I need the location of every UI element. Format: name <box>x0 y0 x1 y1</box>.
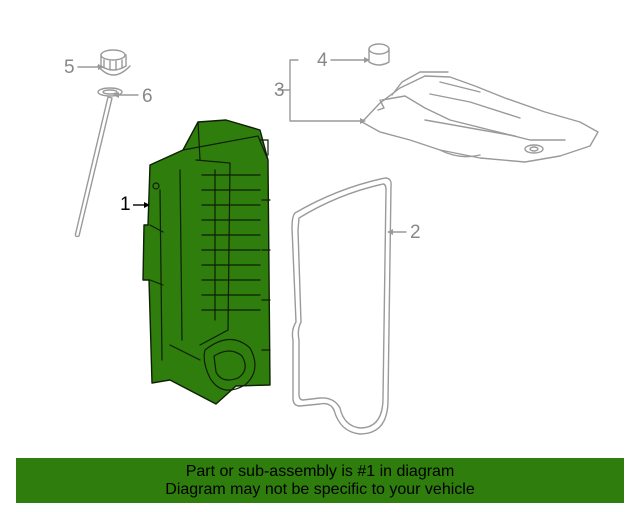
banner-line-1: Part or sub-assembly is #1 in diagram <box>185 462 455 480</box>
parts-diagram <box>74 43 599 435</box>
dipstick-cap-part-5 <box>97 49 131 76</box>
filter-seal-part-4 <box>368 43 390 66</box>
dipstick-tube <box>74 96 113 238</box>
callout-3: 3 <box>274 80 285 101</box>
oil-pan-part-1 <box>142 119 271 405</box>
gasket-part-2 <box>291 177 392 435</box>
o-ring-part-6 <box>97 87 123 97</box>
disclaimer-banner: Part or sub-assembly is #1 in diagram Di… <box>16 458 624 503</box>
callout-6: 6 <box>142 86 153 107</box>
banner-line-2: Diagram may not be specific to your vehi… <box>165 480 475 498</box>
callout-5: 5 <box>64 57 75 78</box>
callout-2: 2 <box>410 222 421 243</box>
transmission-filter-part-3 <box>361 71 599 163</box>
callout-4: 4 <box>317 50 328 71</box>
callout-1: 1 <box>120 194 131 215</box>
